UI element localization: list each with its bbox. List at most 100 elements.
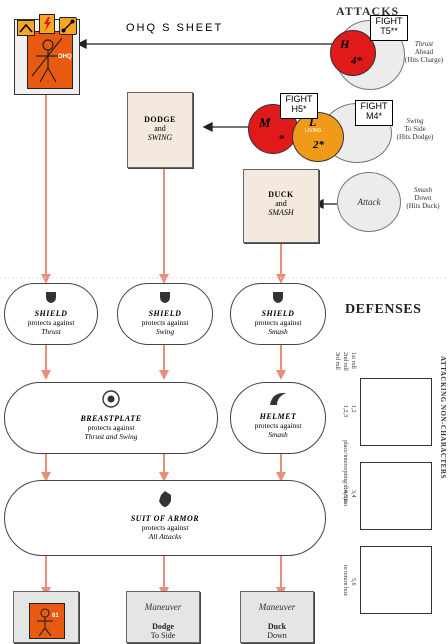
shield-icon [46,292,56,303]
maneuver-direction: To Side [150,631,176,640]
shield-smash-pill[interactable]: SHIELD protects against Smash [230,283,326,345]
arrowhead-1 [41,274,51,284]
suit-of-armor-pill[interactable]: SUIT OF ARMOR protects against All Attac… [4,480,326,556]
maneuver-duck-box[interactable]: Maneuver Duck Down [240,591,314,643]
link-icon[interactable] [59,17,77,35]
pill-title: SHIELD [34,309,68,318]
maneuver-label: Maneuver [144,602,182,612]
sheet-title: OHQ S SHEET [126,22,224,34]
pill-line: protects against [141,523,189,532]
arrowhead-8 [159,472,169,482]
arrowhead-3 [276,274,286,284]
roll-label-3: 3rd roll [334,352,340,370]
attack-smash-label: Smash Down (Hits Duck) [398,186,448,210]
fight-chit-swing[interactable]: M * [248,104,298,154]
character-counter[interactable]: OHQ [14,14,80,95]
attack-smash-name: Smash [413,186,433,194]
maneuver-dodge-box[interactable]: Maneuver Dodge To Side [126,591,200,643]
arrowhead-2 [159,274,169,284]
fight-label-line1: FIGHT [285,94,313,104]
fight-chit-living[interactable]: L LIVING 2* [292,112,344,162]
pill-target: Smash [268,430,288,439]
fight-label-line2: H5* [291,104,307,114]
pill-line: protects against [254,421,302,430]
attack-swing-name: Swing [406,117,424,125]
arrowhead-4 [41,370,51,380]
shield-icon [273,292,283,303]
pill-title: SHIELD [261,309,295,318]
shield-swing-pill[interactable]: SHIELD protects against Swing [117,283,213,345]
counter-face: OHQ [27,31,73,89]
pill-target: All Attacks [148,532,182,541]
defenses-heading: DEFENSES [345,302,422,317]
breastplate-icon [102,390,120,408]
pill-line: protects against [87,423,135,432]
pill-title: BREASTPLATE [80,414,142,423]
attacking-heading: ATTACKING NON-CHARACTERS [439,356,447,479]
attack-smash-hits: (Hits Duck) [406,202,440,210]
chit-value: 61 [52,613,59,619]
attack-box-1[interactable] [360,378,432,446]
box-title: DUCK [268,190,294,199]
attacks-heading: ATTACKS [336,4,400,18]
character-slot-box[interactable]: 61 [13,591,79,643]
fight-label-h5: FIGHT H5* [280,93,318,119]
chit-sub-label: LIVING [305,128,322,134]
roll-label-2: 2nd roll [342,352,348,371]
attack-thrust-label: Thrust Ahead (Hits Charge) [400,40,448,64]
attack-smash-direction: Down [414,194,432,202]
pill-title: SUIT OF ARMOR [130,514,200,523]
fight-label-m4: FIGHT M4* [355,100,393,126]
chit-letter: H [340,37,350,51]
arrowhead-6 [276,370,286,380]
pill-line: protects against [141,318,189,327]
chit-letter: L [309,115,317,129]
pill-target: Swing [155,327,175,336]
fight-chit-thrust[interactable]: H 4* [330,30,376,76]
helmet-icon [270,392,286,405]
attack-thrust-name: Thrust [414,40,434,48]
box-action: SWING [147,133,173,142]
chit-star-value: * [279,133,285,145]
knight-figure-icon [37,608,53,637]
pill-target: Thrust [41,327,61,336]
roll-range-1b: 1,2,3 [342,405,348,417]
attack-box-3[interactable] [360,546,432,614]
fight-label-line1: FIGHT [360,101,388,111]
knight-figure-icon [31,37,63,83]
fight-label-t5: FIGHT T5** [370,15,408,41]
attack-arrowhead-smash [313,198,324,210]
pill-title: SHIELD [148,309,182,318]
breastplate-pill[interactable]: BREASTPLATE protects against Thrust and … [4,382,218,454]
attack-thrust-hits: (Hits Charge) [404,56,444,64]
helmet-pill[interactable]: HELMET protects against Smash [230,382,326,454]
pill-target: Thrust and Swing [84,432,138,441]
attack-box-2[interactable] [360,462,432,530]
character-chit[interactable]: 61 [29,603,65,639]
attack-smash-circle-label: Attack [357,197,381,207]
maneuver-label: Maneuver [258,602,296,612]
lightning-icon[interactable] [39,14,55,34]
fight-label-line2: M4* [365,111,382,121]
maneuver-action: Dodge [152,622,174,631]
attack-swing-hits: (Hits Dodge) [396,133,434,141]
shield-thrust-pill[interactable]: SHIELD protects against Thrust [4,283,98,345]
chit-star-value: 2* [313,139,324,151]
duck-smash-box[interactable]: DUCK and SMASH [243,169,319,243]
dodge-swing-box[interactable]: DODGE and SWING [127,92,193,168]
roll-range-2: 3,4 [350,490,356,498]
attack-swing-direction: To Side [404,125,426,133]
return-note: to return box [342,565,348,596]
attack-arrowhead-thrust [76,38,87,50]
box-and: and [154,124,166,133]
maneuver-action: Duck [267,622,287,631]
attack-thrust-direction: Ahead [414,48,434,56]
chit-letter: M [259,115,271,130]
chevron-up-icon[interactable] [17,20,35,36]
box-and: and [275,199,287,208]
counter-label: OHQ [58,54,72,60]
pill-title: HELMET [259,412,297,421]
attack-smash-circle[interactable]: Attack [337,172,401,232]
